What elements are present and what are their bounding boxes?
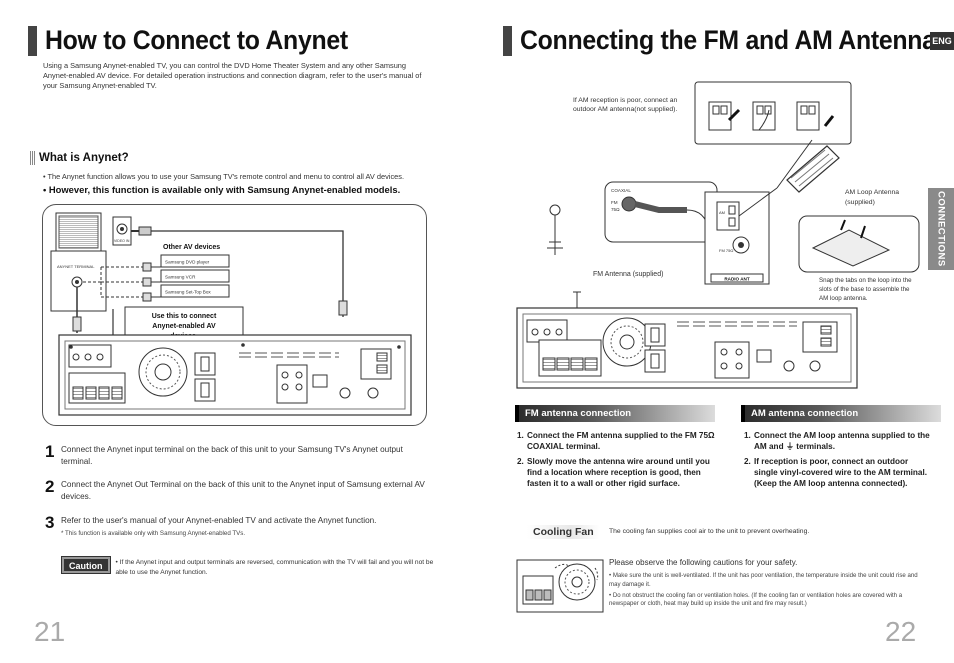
- section-heading-bar: [741, 405, 745, 422]
- title-bar: [503, 25, 512, 56]
- page-number-right: 22: [885, 616, 917, 647]
- section-side-tab: CONNECTIONS: [928, 188, 954, 270]
- side-tab-label: CONNECTIONS: [935, 191, 947, 267]
- step-2: 2 Connect the Anynet Out Terminal on the…: [45, 477, 431, 502]
- other-av-devices-label: Other AV devices: [163, 244, 220, 251]
- list-item: • Make sure the unit is well-ventilated.…: [609, 572, 918, 588]
- am-loop-label-2: (supplied): [845, 199, 875, 206]
- fm-section-heading: FM antenna connection: [515, 405, 715, 422]
- step-3: 3 Refer to the user's manual of your Any…: [45, 513, 431, 537]
- fm-terminal-label: FM: [611, 200, 618, 205]
- list-item: • Do not obstruct the cooling fan or ven…: [609, 591, 903, 608]
- anynet-diagram-svg: ANYNET TERMINAL VIDEO IN Other AV device…: [50, 212, 412, 416]
- list-item: 1.Connect the AM loop antenna supplied t…: [744, 431, 930, 451]
- radio-ant-label: RADIO ANT: [724, 277, 750, 282]
- am-section-list: 1.Connect the AM loop antenna supplied t…: [744, 430, 934, 493]
- fm-antenna-label: FM Antenna (supplied): [593, 271, 663, 278]
- list-item: 2.If reception is poor, connect an outdo…: [744, 457, 928, 488]
- svg-text:FM 75Ω: FM 75Ω: [719, 248, 733, 253]
- page-right: Connecting the FM and AM Antennas ENG CO…: [477, 0, 954, 663]
- language-tab: ENG: [930, 32, 954, 50]
- subheading-text: What is Anynet?: [39, 152, 129, 164]
- device-list: Samsung DVD player Samsung VCR Samsung S…: [160, 254, 230, 298]
- step-1: 1 Connect the Anynet input terminal on t…: [45, 442, 431, 467]
- am-terminal-label: AM: [719, 210, 725, 215]
- title-text: Connecting the FM and AM Antennas: [520, 25, 950, 55]
- caution-block: Caution • If the Anynet input and output…: [61, 556, 446, 577]
- list-item: 1.Connect the FM antenna supplied to the…: [517, 431, 715, 451]
- anynet-diagram: ANYNET TERMINAL VIDEO IN Other AV device…: [42, 204, 427, 426]
- cooling-fan-description: The cooling fan supplies cool air to the…: [609, 528, 810, 535]
- fm-antenna-ring: [549, 204, 561, 216]
- terminal-pictogram-3: [796, 101, 835, 131]
- step-text: Refer to the user's manual of your Anyne…: [61, 516, 377, 525]
- am-outdoor-note-line2: outdoor AM antenna(not supplied).: [573, 106, 677, 113]
- am-section-heading-text: AM antenna connection: [751, 408, 859, 419]
- tv-screen: [58, 215, 99, 249]
- anynet-terminal-label: ANYNET TERMINAL: [57, 264, 95, 269]
- device-stb: Samsung Set-Top Box: [165, 290, 211, 295]
- ohm-label: 75Ω: [611, 207, 620, 212]
- step-text: Connect the Anynet Out Terminal on the b…: [61, 480, 425, 501]
- callout-line1: Use this to connect: [152, 313, 217, 320]
- page-left: How to Connect to Anynet Using a Samsung…: [28, 25, 446, 647]
- title-bar: [28, 25, 37, 56]
- device-vcr: Samsung VCR: [165, 275, 196, 280]
- caution-text: • If the Anynet input and output termina…: [115, 559, 434, 576]
- snap-note-2: slots of the base to assemble the: [819, 286, 910, 293]
- terminal-pictogram-1: [708, 101, 741, 131]
- page-title-left: How to Connect to Anynet: [28, 25, 374, 56]
- antenna-diagram: If AM reception is poor, connect an outd…: [477, 80, 954, 405]
- am-loop-antenna: [786, 145, 840, 193]
- fm-section-list: 1.Connect the FM antenna supplied to the…: [517, 430, 727, 493]
- am-loop-label-1: AM Loop Antenna: [845, 189, 899, 196]
- step-number: 3: [45, 513, 55, 532]
- snap-note-3: AM loop antenna.: [819, 295, 868, 302]
- callout-line2: Anynet-enabled AV: [152, 323, 216, 330]
- cooling-fan-illustration: [516, 559, 604, 613]
- title-text: How to Connect to Anynet: [45, 25, 348, 55]
- cooling-fan-label: Cooling Fan: [527, 525, 600, 539]
- page-title-right: Connecting the FM and AM Antennas: [503, 25, 954, 56]
- safety-cautions-title: Please observe the following cautions fo…: [609, 558, 798, 567]
- caution-badge: Caution: [61, 556, 111, 574]
- antenna-diagram-svg: If AM reception is poor, connect an outd…: [516, 81, 920, 389]
- device-dvd: Samsung DVD player: [165, 260, 210, 265]
- am-section-heading: AM antenna connection: [741, 405, 941, 422]
- bullet-availability: • However, this function is available on…: [43, 184, 401, 195]
- section-heading-bar: [515, 405, 519, 422]
- list-item: 2.Slowly move the antenna wire around un…: [517, 457, 710, 488]
- intro-paragraph: Using a Samsung Anynet-enabled TV, you c…: [43, 61, 422, 90]
- step-text: Connect the Anynet input terminal on the…: [61, 445, 403, 466]
- bullet-anynet-function: • The Anynet function allows you to use …: [43, 172, 404, 181]
- video-in-label: VIDEO IN: [114, 239, 130, 243]
- step-number: 1: [45, 442, 55, 461]
- page-number-left: 21: [34, 616, 66, 647]
- safety-cautions-list: • Make sure the unit is well-ventilated.…: [609, 572, 921, 611]
- step-number: 2: [45, 477, 55, 496]
- coaxial-label: COAXIAL: [611, 188, 631, 193]
- snap-note-1: Snap the tabs on the loop into the: [819, 277, 912, 284]
- fm-section-heading-text: FM antenna connection: [525, 408, 632, 419]
- subheading: What is Anynet?: [30, 151, 129, 165]
- subheading-bar: [30, 151, 35, 165]
- step-note: * This function is available only with S…: [61, 529, 246, 537]
- am-outdoor-note-line1: If AM reception is poor, connect an: [573, 97, 677, 104]
- terminal-pictogram-2: [752, 101, 776, 131]
